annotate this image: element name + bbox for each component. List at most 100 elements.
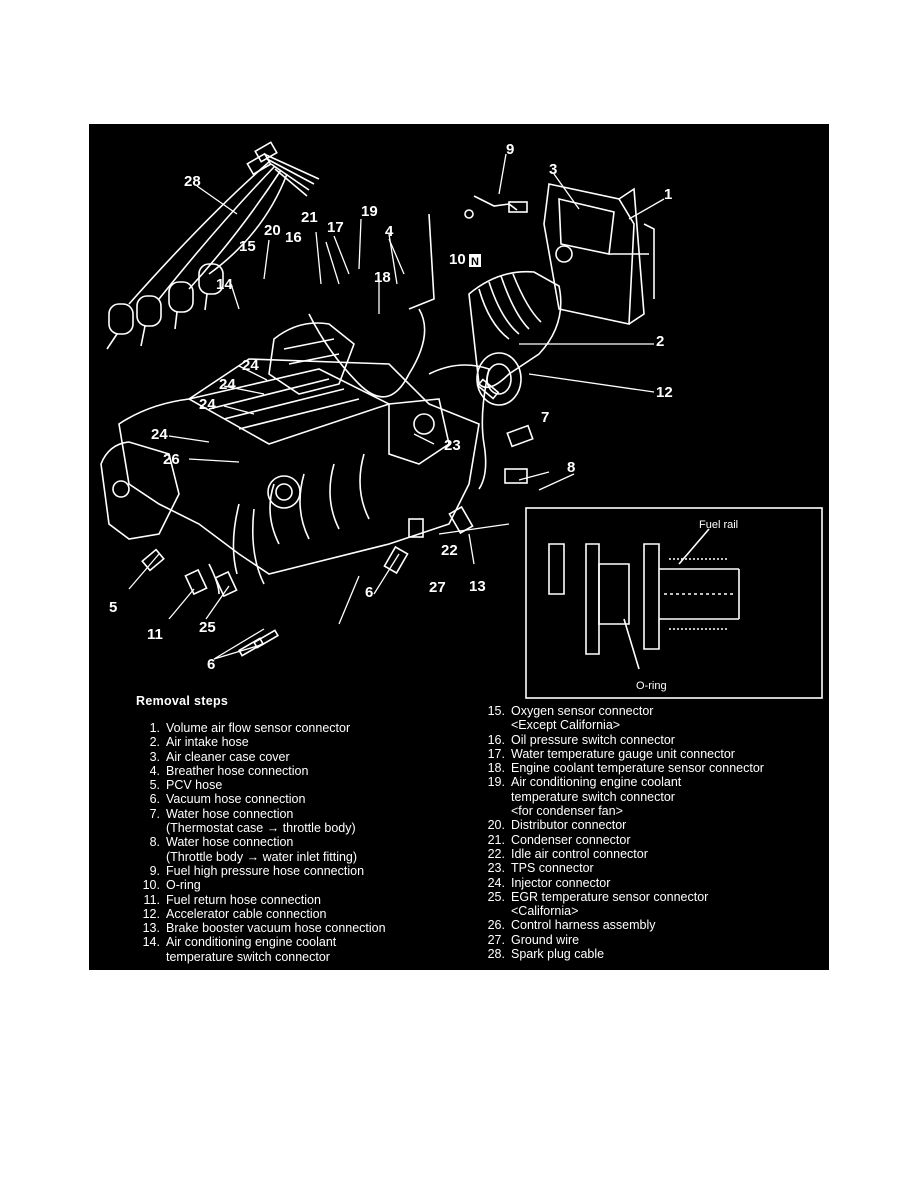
removal-step: 26.Control harness assembly (479, 918, 824, 932)
step-number: 9. (149, 863, 160, 878)
step-text: O-ring (166, 878, 201, 893)
step-number: 3. (149, 749, 160, 764)
step-number (479, 804, 505, 818)
callout-18: 18 (374, 269, 391, 286)
step-text: Oil pressure switch connector (511, 732, 675, 747)
callout-25: 25 (199, 619, 216, 636)
step-text: Condenser connector (511, 832, 631, 847)
step-text: EGR temperature sensor connector (511, 889, 709, 904)
callout-24: 24 (242, 357, 259, 374)
step-text: Fuel return hose connection (166, 892, 321, 907)
step-text: Ground wire (511, 932, 580, 947)
callout-10: 10 (449, 251, 466, 268)
step-text: Vacuum hose connection (166, 792, 306, 807)
callout-19: 19 (361, 203, 378, 220)
step-number: 13. (142, 921, 160, 936)
fuel-rail-label: Fuel rail (699, 519, 738, 531)
callout-5: 5 (109, 599, 117, 616)
step-number: 16. (487, 732, 505, 747)
removal-step: 2.Air intake hose (136, 735, 466, 749)
engine-block (100, 308, 490, 595)
removal-step: 23. TPS connector (479, 861, 824, 875)
step-number: 20. (487, 818, 505, 833)
removal-step: 18. Engine coolant temperature sensor con… (479, 761, 824, 775)
step-text: Volume air flow sensor connector (166, 721, 351, 735)
step-text: Accelerator cable connection (166, 906, 327, 921)
callout-13: 13 (469, 578, 486, 595)
callout-11: 11 (147, 626, 163, 643)
small-parts (141, 378, 534, 657)
step-text-continued: <California> (511, 904, 579, 919)
callout-6: 6 (207, 656, 215, 673)
step-text: Breather hose connection (166, 763, 309, 778)
step-number: 10. (142, 878, 160, 893)
step-number: 23. (487, 861, 505, 876)
removal-step: 16. Oil pressure switch connector (479, 733, 824, 747)
step-text: Idle air control connector (511, 846, 648, 861)
removal-step: 5.PCV hose (136, 778, 466, 792)
removal-step: <for condenser fan> (479, 804, 824, 818)
step-text: Engine coolant temperature sensor connec… (511, 761, 764, 776)
callout-23: 23 (444, 437, 461, 454)
removal-step: 13. Brake booster vacuum hose connection (136, 921, 466, 935)
step-text-continued: temperature switch connector (166, 949, 330, 964)
step-number: 6. (149, 792, 160, 807)
removal-step: 8.Water hose connection(Throttle body → … (136, 835, 466, 864)
callout-8: 8 (567, 459, 575, 476)
callout-16: 16 (285, 229, 302, 246)
callout-20: 20 (264, 222, 281, 239)
removal-step: 6. Vacuum hose connection (136, 792, 466, 806)
leader-lines (128, 153, 665, 660)
removal-step: 20.Distributor connector (479, 818, 824, 832)
fuel-rail-inset (525, 507, 823, 699)
callout-14: 14 (216, 276, 233, 293)
step-text: Oxygen sensor connector (511, 704, 654, 718)
step-text: Air cleaner case cover (166, 749, 290, 764)
step-number: 2. (149, 735, 160, 750)
step-text: Water hose connection (166, 806, 294, 821)
step-number: 26. (487, 918, 505, 933)
step-text: Water temperature gauge unit connector (511, 746, 735, 761)
callout-24: 24 (199, 396, 216, 413)
step-text: Air conditioning engine coolant (511, 775, 682, 790)
removal-step: 4.Breather hose connection (136, 764, 466, 778)
removal-step: 22.Idle air control connector (479, 847, 824, 861)
step-text: Air conditioning engine coolant (166, 935, 337, 950)
step-text: TPS connector (511, 861, 594, 876)
removal-step: 1. Volume air flow sensor connector (136, 721, 466, 735)
step-number: 1. (149, 721, 160, 735)
callout-17: 17 (327, 219, 344, 236)
engine-illustration: 2893121192016174151810142242424241272326… (100, 141, 823, 699)
step-text: Brake booster vacuum hose connection (166, 921, 386, 936)
removal-step: 24.Injector connector (479, 876, 824, 890)
o-ring-label: O-ring (636, 680, 667, 692)
callout-4: 4 (385, 223, 394, 240)
step-text-continued: (Thermostat case → throttle body) (166, 821, 356, 836)
step-text: Spark plug cable (511, 947, 605, 962)
callout-24: 24 (219, 376, 236, 393)
removal-steps-title: Removal steps (136, 694, 229, 708)
removal-step: 25. EGR temperature sensor connector<Cali… (479, 890, 824, 919)
step-number: 5. (149, 778, 160, 793)
step-text: Fuel high pressure hose connection (166, 863, 365, 878)
removal-steps-right: 15.Oxygen sensor connector<Except Califo… (479, 704, 824, 961)
callout-12: 12 (656, 384, 673, 401)
callout-2: 2 (656, 333, 664, 350)
callout-15: 15 (239, 238, 256, 255)
step-text-continued: (Throttle body → water inlet fitting) (166, 849, 358, 864)
removal-step: 11.Fuel return hose connection (136, 893, 466, 907)
step-number: 21. (487, 832, 505, 847)
removal-step: 12.Accelerator cable connection (136, 907, 466, 921)
air-intake-hose (468, 270, 562, 406)
step-number: 25. (487, 889, 505, 904)
step-number: 27. (487, 932, 505, 947)
step-text-continued: temperature switch connector (511, 789, 675, 804)
removal-step: 3. Air cleaner case cover (136, 750, 466, 764)
step-number: 7. (149, 806, 160, 821)
callout-26: 26 (163, 451, 180, 468)
step-number: 18. (487, 761, 505, 776)
